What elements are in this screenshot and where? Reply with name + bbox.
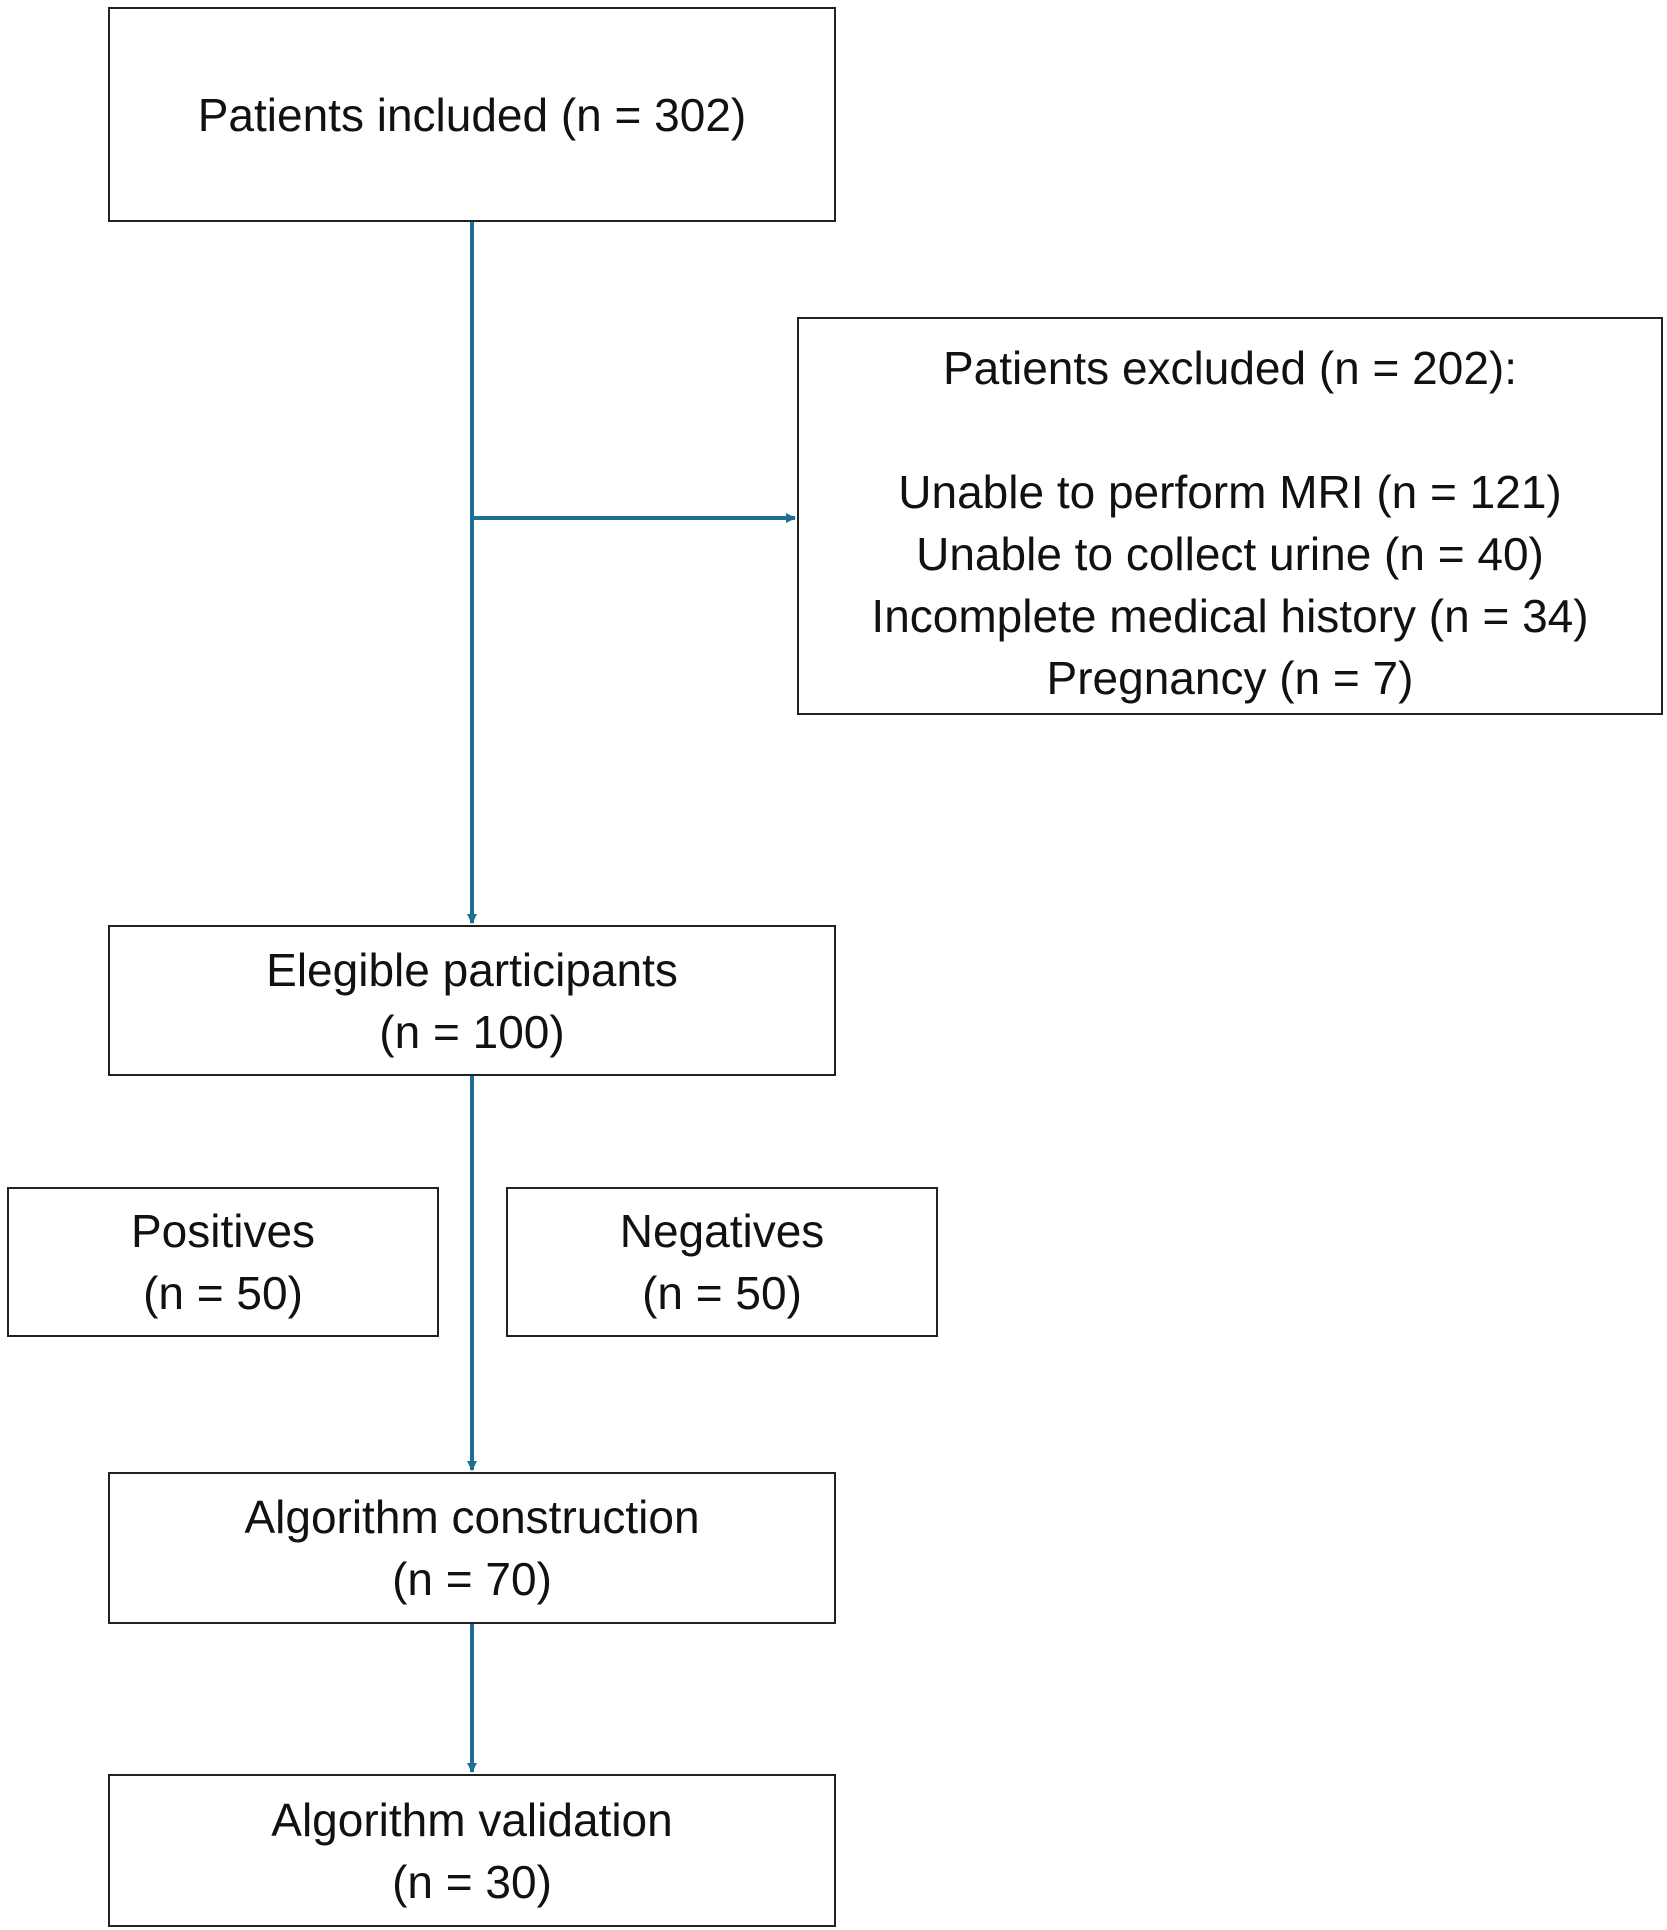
construction-label: Algorithm construction bbox=[244, 1491, 700, 1543]
excluded-reason: Unable to perform MRI (n = 121) bbox=[898, 466, 1562, 518]
eligible-count: (n = 100) bbox=[379, 1005, 565, 1058]
positives-count: (n = 50) bbox=[143, 1267, 303, 1319]
validation-box: Algorithm validation (n = 30) bbox=[108, 1774, 836, 1927]
included-label: Patients included (n = 302) bbox=[197, 88, 747, 141]
excluded-title: Patients excluded (n = 202): bbox=[942, 342, 1518, 394]
excluded-reason: Unable to collect urine (n = 40) bbox=[916, 528, 1544, 580]
negatives-label: Negatives bbox=[619, 1205, 825, 1257]
positives-box: Positives (n = 50) bbox=[7, 1187, 439, 1337]
excluded-reason: Pregnancy (n = 7) bbox=[1046, 652, 1414, 704]
validation-label: Algorithm validation bbox=[271, 1793, 673, 1846]
validation-count: (n = 30) bbox=[392, 1855, 552, 1908]
construction-count: (n = 70) bbox=[392, 1553, 552, 1605]
excluded-box: Patients excluded (n = 202): Unable to p… bbox=[797, 317, 1663, 715]
negatives-count: (n = 50) bbox=[642, 1267, 802, 1319]
eligible-box: Elegible participants (n = 100) bbox=[108, 925, 836, 1076]
included-box: Patients included (n = 302) bbox=[108, 7, 836, 222]
eligible-label: Elegible participants bbox=[266, 943, 678, 996]
positives-label: Positives bbox=[130, 1205, 316, 1257]
negatives-box: Negatives (n = 50) bbox=[506, 1187, 938, 1337]
excluded-reason: Incomplete medical history (n = 34) bbox=[871, 590, 1589, 642]
construction-box: Algorithm construction (n = 70) bbox=[108, 1472, 836, 1624]
